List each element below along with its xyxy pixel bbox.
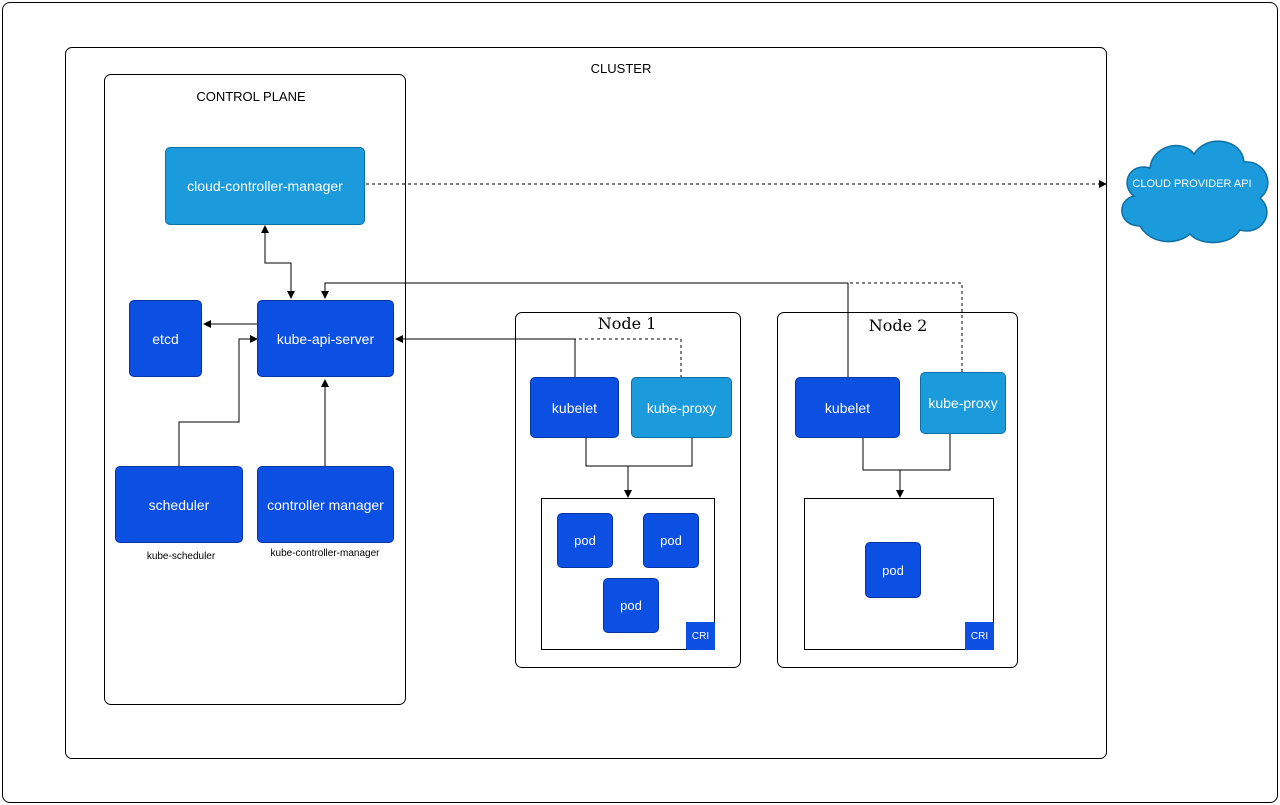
node2-title: Node 2: [868, 316, 928, 335]
node1-pod-2-label: pod: [660, 533, 682, 548]
node1-proxy-api-line: [575, 338, 682, 378]
node1-kube-proxy-box[interactable]: kube-proxy: [631, 377, 732, 438]
node2-proxy-api-line: [848, 282, 963, 372]
etcd-label: etcd: [152, 330, 179, 347]
cloud-controller-manager-box[interactable]: cloud-controller-manager: [165, 147, 365, 225]
controller-manager-label: controller manager: [267, 496, 384, 513]
node2-kube-proxy-label: kube-proxy: [928, 395, 998, 411]
node2-pod-container: [804, 498, 994, 650]
cloud-provider-cloud-icon: [1121, 140, 1269, 244]
node2-pod-1[interactable]: pod: [865, 542, 921, 598]
node1-kubelet-label: kubelet: [551, 399, 598, 416]
node2-frame: [777, 312, 1018, 668]
node1-pod-container: [541, 498, 715, 650]
node2-pod-1-label: pod: [882, 562, 904, 578]
node2-kubelet-api-line: [321, 282, 849, 378]
cluster-frame: [65, 47, 1107, 759]
node1-pod-3-label: pod: [620, 598, 642, 613]
node1-kubelet-box[interactable]: kubelet: [530, 377, 619, 438]
node1-cri-badge: CRI: [686, 622, 715, 650]
node1-frame: [515, 312, 741, 668]
kube-api-server-box[interactable]: kube-api-server: [257, 300, 394, 377]
node1-pod-3[interactable]: pod: [603, 578, 659, 633]
scheduler-api-line: [178, 335, 258, 466]
scheduler-box[interactable]: scheduler: [115, 466, 243, 543]
etcd-box[interactable]: etcd: [129, 300, 202, 377]
scheduler-caption: kube-scheduler: [146, 551, 216, 562]
control-plane-title: CONTROL PLANE: [196, 89, 306, 104]
ccm-api-line: [261, 225, 295, 299]
controller-manager-caption: kube-controller-manager: [270, 548, 380, 559]
node1-pod-2[interactable]: pod: [643, 513, 699, 568]
node2-kube-proxy-box[interactable]: kube-proxy: [920, 372, 1006, 434]
node2-kubelet-box[interactable]: kubelet: [795, 377, 900, 438]
kube-api-server-label: kube-api-server: [276, 330, 375, 347]
node1-pod-1[interactable]: pod: [557, 513, 613, 568]
node1-title: Node 1: [597, 314, 657, 333]
cluster-title: CLUSTER: [590, 61, 652, 76]
node1-pod-1-label: pod: [574, 533, 596, 548]
control-plane-frame: [104, 74, 406, 705]
scheduler-label: scheduler: [148, 496, 210, 513]
node2-cri-badge: CRI: [965, 622, 994, 650]
cloud-provider-label: CLOUD PROVIDER API: [1132, 178, 1252, 190]
node2-kubelet-label: kubelet: [824, 399, 871, 416]
node1-kube-proxy-label: kube-proxy: [646, 399, 717, 416]
controller-manager-box[interactable]: controller manager: [257, 466, 394, 543]
cloud-controller-manager-label: cloud-controller-manager: [187, 178, 343, 194]
